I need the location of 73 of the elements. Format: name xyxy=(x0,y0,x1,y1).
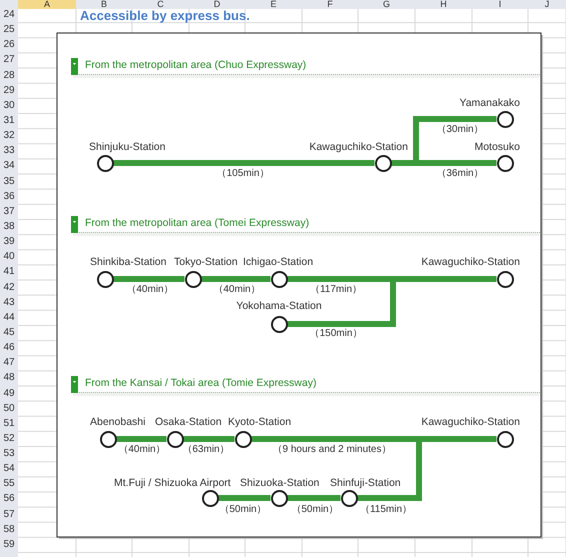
row-number: 48 xyxy=(2,372,16,384)
route-line xyxy=(218,495,270,501)
station-name: Shinfuji-Station xyxy=(330,476,401,490)
column-header-letter: H xyxy=(439,0,448,9)
column-header-letter: B xyxy=(100,0,108,9)
column-header-letter: J xyxy=(544,0,550,9)
row-number: 53 xyxy=(2,448,16,460)
row-number: 24 xyxy=(2,9,16,21)
row-number: 26 xyxy=(2,39,16,52)
column-header-letter: G xyxy=(382,0,391,9)
route-line xyxy=(202,276,270,282)
station-name: Kawaguchiko-Station xyxy=(421,256,520,268)
column-header-letter: I xyxy=(498,0,502,9)
row-number: 35 xyxy=(2,176,16,188)
station-name: Abenobashi xyxy=(90,416,146,428)
station-name: Kawaguchiko-Station xyxy=(421,416,520,428)
station-name: Motosuko xyxy=(474,140,520,154)
station-name: Osaka-Station xyxy=(155,416,222,428)
row-number: 41 xyxy=(2,266,16,278)
station-name: Yamanakako xyxy=(459,96,520,110)
row-number: 50 xyxy=(2,402,16,415)
station-name: Ichigao-Station xyxy=(243,256,314,268)
station-name: Shinjuku-Station xyxy=(89,140,166,154)
station-name: Kyoto-Station xyxy=(228,416,292,428)
column-header-letter: F xyxy=(326,0,334,9)
route-line xyxy=(288,495,340,501)
row-number: 37 xyxy=(2,206,16,218)
row-number: 32 xyxy=(2,130,16,142)
row-number: 46 xyxy=(2,342,16,354)
section-heading: From the metropolitan area (Chuo Expressway) xyxy=(85,58,306,72)
row-number: 39 xyxy=(2,236,16,248)
route-line xyxy=(184,436,234,442)
row-number: 36 xyxy=(2,190,16,203)
column-header-letter: E xyxy=(269,0,278,9)
row-number: 56 xyxy=(2,493,16,506)
row-number: 31 xyxy=(2,114,16,127)
row-number: 55 xyxy=(2,478,16,490)
row-number: 44 xyxy=(2,312,16,324)
row-number: 33 xyxy=(2,145,16,158)
row-number: 57 xyxy=(2,508,16,521)
column-header-letter: C xyxy=(156,0,165,9)
row-number: 47 xyxy=(2,357,16,370)
row-number: 52 xyxy=(2,432,16,445)
station-name: Mt.Fuji / Shizuoka Airport xyxy=(114,476,231,490)
row-number: 38 xyxy=(2,220,16,233)
row-number: 49 xyxy=(2,388,16,400)
row-number: 25 xyxy=(2,24,16,36)
row-number: 54 xyxy=(2,463,16,476)
title: Accessible by express bus. xyxy=(80,8,250,23)
row-number: 27 xyxy=(2,54,16,66)
row-number: 28 xyxy=(2,70,16,82)
row-number: 59 xyxy=(2,538,16,551)
row-number: 29 xyxy=(2,84,16,97)
column-header-letter: A xyxy=(42,0,51,9)
route-line xyxy=(114,276,184,282)
route-line xyxy=(114,160,374,166)
station-name: Yokohama-Station xyxy=(236,300,322,312)
column-header-letter: D xyxy=(212,0,222,9)
station-name: Shinkiba-Station xyxy=(90,256,166,268)
row-number: 43 xyxy=(2,296,16,309)
row-number: 51 xyxy=(2,418,16,430)
row-number: 40 xyxy=(2,251,16,264)
station-name: Shizuoka-Station xyxy=(240,476,320,490)
station-name: Tokyo-Station xyxy=(174,256,238,268)
row-number: 42 xyxy=(2,282,16,294)
route-line xyxy=(116,436,166,442)
row-number: 30 xyxy=(2,100,16,112)
row-number: 58 xyxy=(2,524,16,536)
station-name: Kawaguchiko-Station xyxy=(309,140,408,154)
row-number: 45 xyxy=(2,326,16,339)
section-heading: From the metropolitan area (Tomei Expressway) xyxy=(85,216,310,230)
row-number: 34 xyxy=(2,160,16,172)
section-heading: From the Kansai / Tokai area (Tomie Expressway) xyxy=(85,376,316,390)
